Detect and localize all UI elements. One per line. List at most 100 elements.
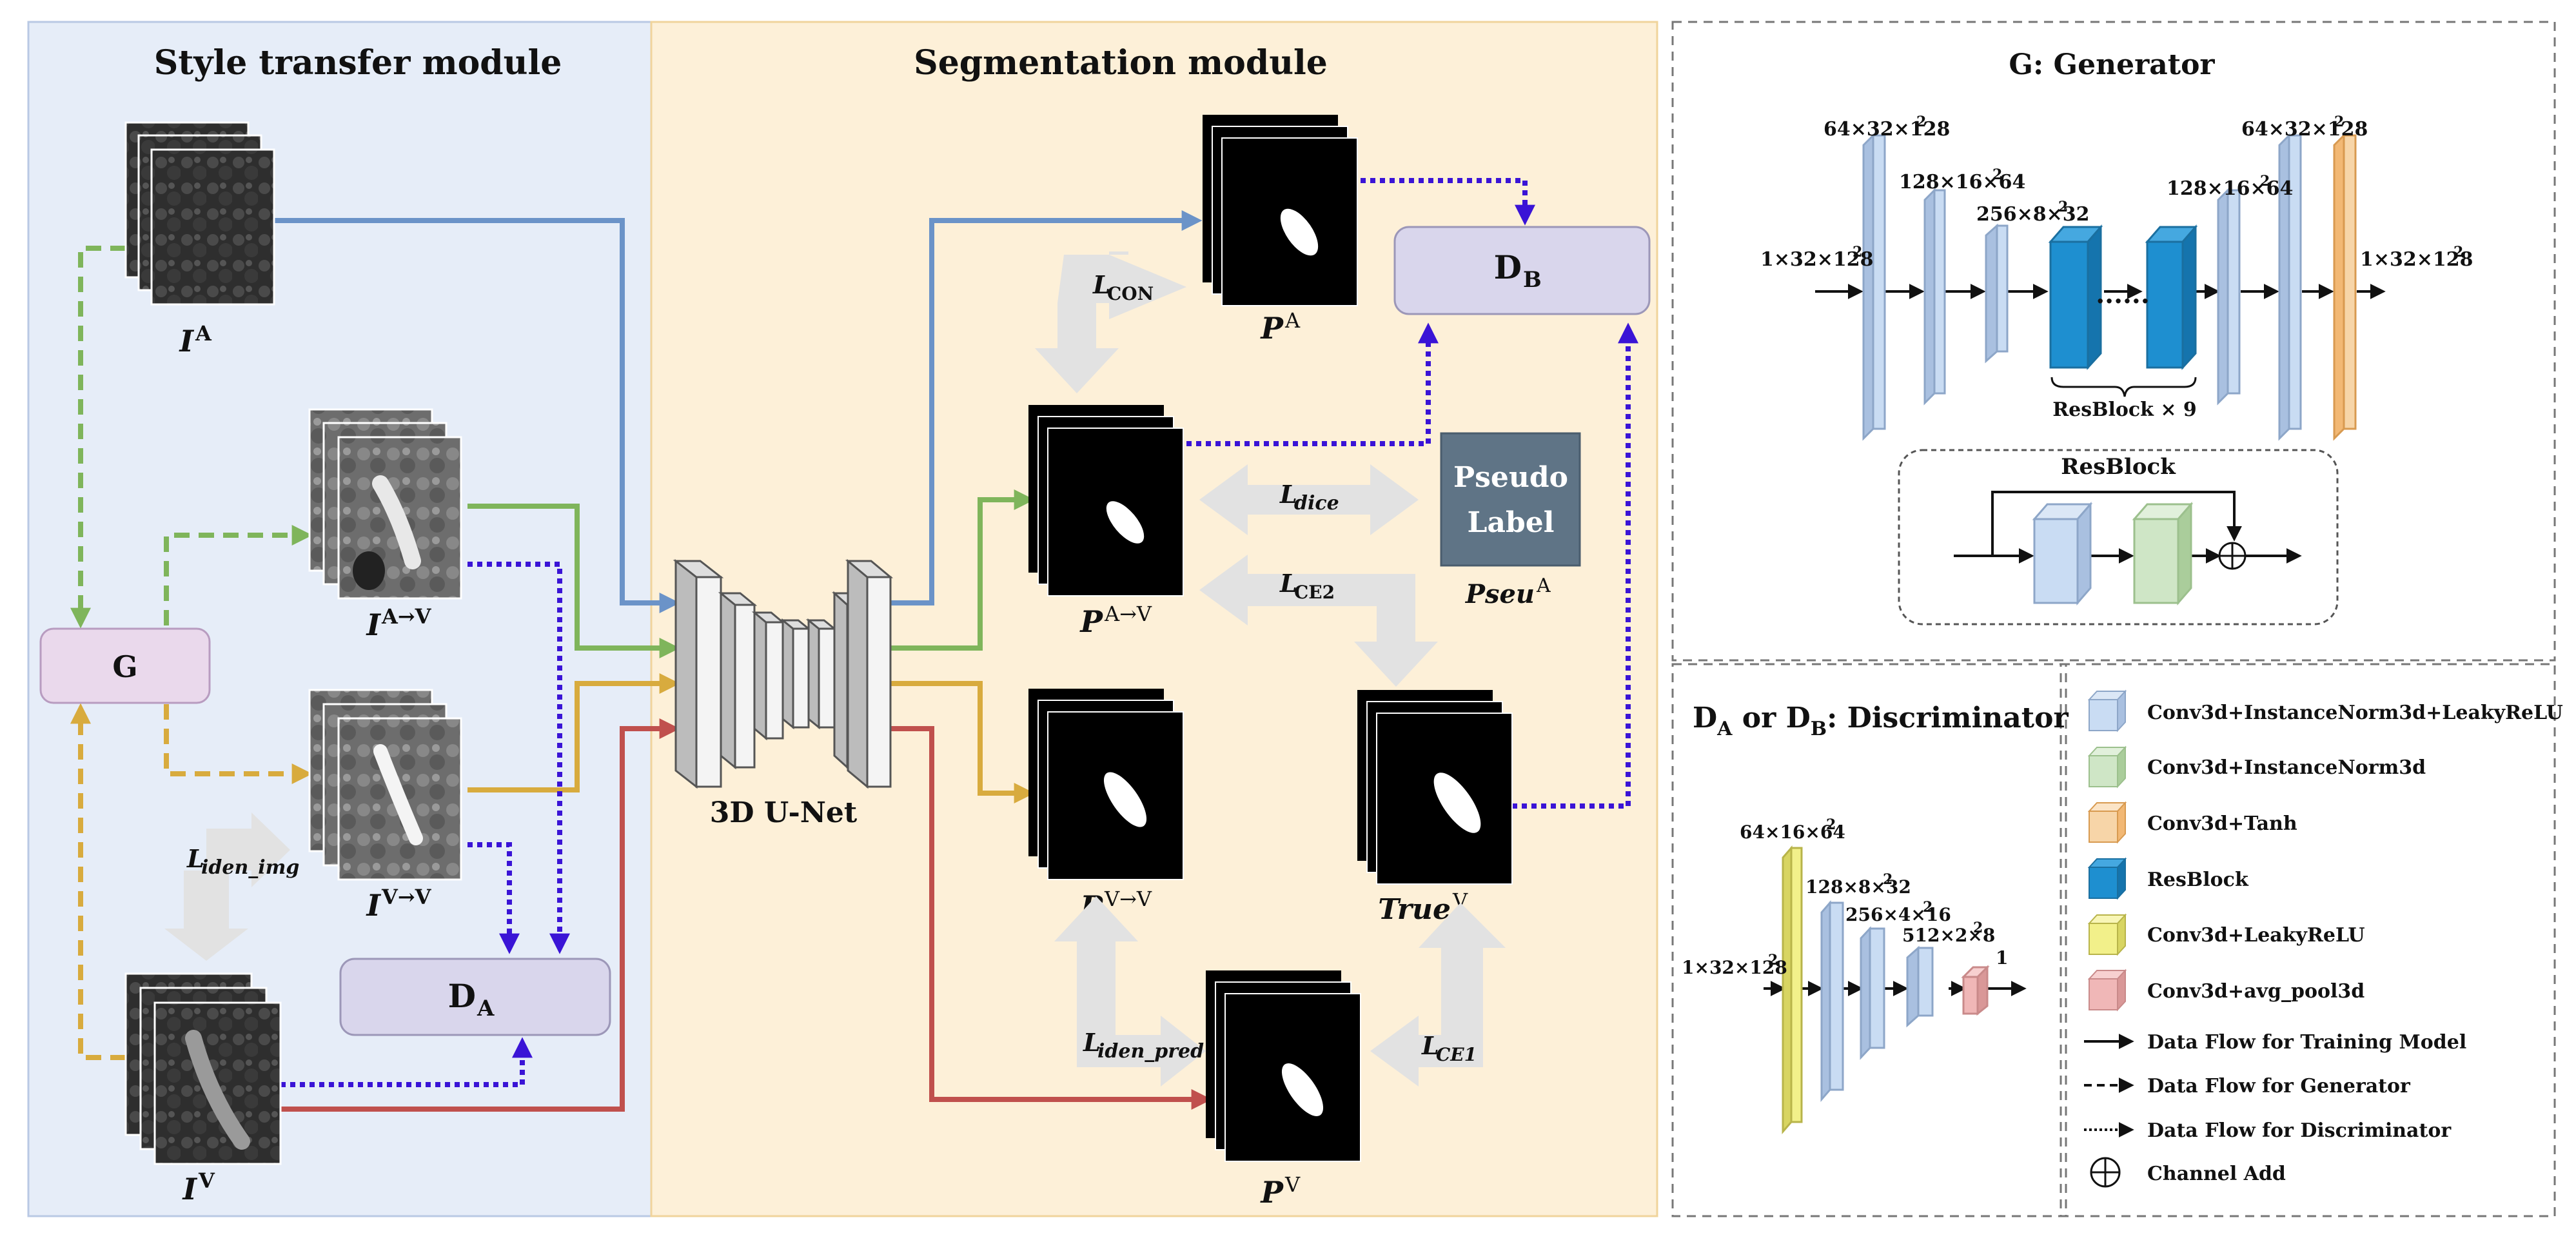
legend-label-2: Conv3d+Tanh	[2147, 812, 2297, 835]
pseu-label-sup: A	[1536, 575, 1551, 597]
loss-sub-iden-img: iden_img	[201, 856, 299, 879]
pred-stack-pv	[1206, 970, 1361, 1162]
dflow-ivv-to-da	[467, 842, 520, 954]
loss-label-iden-pred: L	[1083, 1028, 1101, 1057]
label-ivv-sup: V→V	[381, 885, 432, 909]
disc-s4: 512×2×8	[1902, 925, 1995, 946]
gen-s5: 64×32×128	[2241, 118, 2368, 141]
legend-swatch-5	[2087, 969, 2127, 1012]
loss-sub-ce1: CE1	[1436, 1044, 1477, 1065]
resblock-brace	[2050, 377, 2197, 397]
discriminator-panel	[1671, 663, 2067, 1217]
disc-s1: 64×16×64	[1740, 822, 1845, 843]
loss-arrow-ce2	[1199, 555, 1438, 687]
disc-out: 1	[1996, 947, 2008, 969]
db-sub: B	[1523, 267, 1542, 293]
gen-s1: 64×32×128	[1824, 118, 1950, 141]
discriminator-flow-lines	[280, 178, 1638, 1087]
db-label: D	[1494, 248, 1522, 286]
legend-label-8: Data Flow for Discriminator	[2147, 1119, 2452, 1142]
loss-label-ce2: L	[1279, 569, 1297, 598]
flow-ia-to-unet	[274, 218, 680, 613]
disc-in-shape: 1×32×128	[1682, 957, 1787, 978]
dflow-pav-to-db	[1186, 322, 1439, 446]
loss-sub-con: CON	[1107, 283, 1154, 304]
legend-swatch-2	[2087, 801, 2127, 844]
legend-label-5: Conv3d+avg_pool3d	[2147, 980, 2365, 1003]
gen-in-shape: 1×32×128	[1760, 248, 1874, 271]
legend-label-9: Channel Add	[2147, 1163, 2286, 1185]
loss-label-con: L	[1092, 270, 1110, 299]
loss-label-ce1: L	[1421, 1031, 1439, 1060]
loss-arrow-dice	[1199, 464, 1419, 535]
label-pa-sup: A	[1284, 308, 1301, 333]
loss-arrow-iden-pred	[1054, 896, 1206, 1087]
loss-label-dice: L	[1279, 480, 1297, 509]
disc-s2-sup: 2	[1883, 871, 1893, 888]
gen-out-shape: 1×32×128	[2360, 248, 2473, 271]
gflow-iv-to-g	[70, 703, 126, 1060]
legend-swatch-1	[2087, 745, 2127, 789]
gen-s3-sup: 2	[2058, 199, 2068, 215]
gen-s3: 256×8×32	[1976, 203, 2090, 226]
gen-s5-sup: 2	[2334, 113, 2344, 130]
label-pav-sup: A→V	[1104, 602, 1152, 626]
loss-sub-ce2: CE2	[1294, 582, 1335, 603]
unet-label: 3D U-Net	[710, 796, 858, 829]
resblock-times-label: ResBlock × 9	[2052, 399, 2197, 421]
da-label: D	[448, 977, 476, 1015]
label-iv-sup: V	[198, 1168, 215, 1193]
flow-iav-to-unet	[467, 504, 680, 658]
legend-panel	[2060, 663, 2556, 1217]
generator-panel	[1671, 21, 2556, 662]
disc-s4-sup: 2	[1973, 920, 1983, 936]
legend-label-7: Data Flow for Generator	[2147, 1075, 2411, 1097]
legend-swatch-9	[2090, 1157, 2121, 1188]
pseudo-label-line1: Pseudo	[1453, 461, 1568, 494]
dflow-truev-to-db	[1512, 322, 1638, 809]
discriminator-b-block[interactable]: D B	[1393, 226, 1651, 315]
loss-arrow-iden-img	[164, 812, 290, 961]
pseudo-label-line2: Label	[1468, 506, 1555, 539]
gen-s4: 128×16×64	[2167, 177, 2293, 200]
pseu-label: Pseu	[1465, 579, 1535, 609]
discriminator-a-block[interactable]: D A	[339, 958, 611, 1036]
gflow-g-to-iav	[164, 525, 313, 625]
label-true-v: True	[1378, 893, 1451, 926]
legend-swatch-3	[2087, 857, 2127, 900]
channel-add-symbol	[2218, 542, 2247, 570]
disc-s3-sup: 2	[1923, 899, 1932, 916]
loss-arrow-con	[1035, 251, 1186, 393]
pred-stack-pvv	[1028, 689, 1184, 880]
legend: Conv3d+InstanceNorm3d+LeakyReLU Conv3d+I…	[2084, 689, 2563, 1188]
loss-label-iden-img: L	[186, 844, 204, 873]
label-pv: P	[1259, 1175, 1284, 1210]
legend-label-3: ResBlock	[2147, 869, 2249, 891]
generator-flow-lines	[70, 246, 313, 1060]
gen-s2: 128×16×64	[1899, 171, 2025, 193]
dflow-pa-to-db	[1361, 178, 1535, 226]
pred-stack-pav	[1028, 405, 1184, 596]
generator-arch-layers	[1862, 133, 2357, 441]
label-iav: I	[365, 607, 381, 642]
image-stack-iv	[124, 972, 282, 1165]
generator-block[interactable]: G	[39, 627, 211, 704]
flow-iv-to-unet	[280, 718, 680, 1112]
generator-arch-title: G: Generator	[2009, 48, 2215, 81]
legend-label-4: Conv3d+LeakyReLU	[2147, 924, 2365, 947]
legend-swatch-0	[2087, 689, 2127, 733]
disc-s2: 128×8×32	[1805, 876, 1911, 898]
legend-label-1: Conv3d+InstanceNorm3d	[2147, 756, 2426, 779]
dflow-iv-to-da	[280, 1037, 533, 1087]
legend-label-6: Data Flow for Training Model	[2147, 1031, 2466, 1054]
gen-out-shape-sup: 2	[2453, 244, 2463, 261]
da-sub: A	[477, 996, 495, 1021]
disc-title: DA or DB: Discriminator	[1693, 702, 2069, 740]
label-ia: I	[178, 324, 194, 359]
disc-shape-labels: 1×32×128 2 64×16×64 2 128×8×32 2 256×4×1…	[1682, 816, 2008, 978]
gen-s4-sup: 2	[2260, 173, 2270, 190]
disc-in-shape-sup: 2	[1768, 952, 1778, 969]
disc-layers	[1782, 845, 1990, 1135]
dflow-iav-to-da	[467, 562, 570, 954]
label-pav: P	[1079, 604, 1103, 639]
